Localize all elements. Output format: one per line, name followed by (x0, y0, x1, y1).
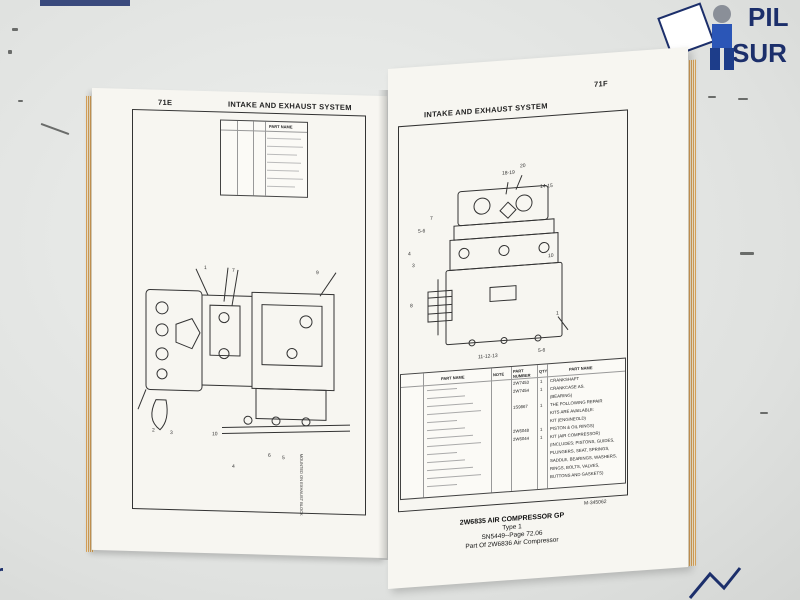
left-table-header: PART NAME (269, 123, 293, 130)
right-table-header-note: NOTE (493, 371, 505, 378)
right-callout: 10 (548, 252, 554, 260)
part-name-cell: (BEARING) (550, 392, 573, 400)
left-callout: 5 (282, 455, 285, 462)
right-parts-table: PART NAME NOTE PART NUMBER QTY PART NAME… (400, 357, 626, 501)
part-number-cell: 2W6044 (513, 435, 530, 442)
left-callout: 3 (170, 430, 173, 437)
right-callout: 1 (556, 310, 559, 317)
left-mount-label: MOUNTED ON EXHAUST BLOCK (299, 453, 304, 516)
left-column-filler (427, 483, 457, 488)
right-page-number: 71F (594, 78, 608, 89)
corner-graphic-bottom-right (688, 567, 742, 599)
left-column-filler (427, 427, 465, 432)
qty-cell: 1 (540, 386, 543, 392)
table-speck (740, 252, 754, 255)
right-table-header-qty: QTY (539, 368, 548, 374)
right-callout: 8 (410, 303, 413, 310)
left-column-filler (427, 410, 481, 416)
right-page: INTAKE AND EXHAUST SYSTEM 71F (388, 46, 688, 590)
corner-brand-text-top: PIL (748, 2, 789, 32)
right-callout: 5-6 (418, 228, 426, 235)
right-figure-caption: 2W6835 AIR COMPRESSOR GP Type 1 SN5449--… (402, 508, 622, 556)
left-callout: 1 (204, 265, 207, 272)
qty-cell: 1 (540, 434, 543, 440)
left-page: 71E INTAKE AND EXHAUST SYSTEM PART NAME (92, 87, 387, 559)
right-callout: 3 (412, 263, 415, 270)
left-parts-table: PART NAME (220, 119, 308, 198)
left-column-filler (427, 474, 481, 480)
part-number-cell: 2W7454 (513, 387, 530, 394)
table-speck (708, 96, 716, 98)
left-compressor-drawing (137, 267, 351, 435)
part-number-cell: 2W7453 (513, 379, 530, 386)
right-table-header-name-right: PART NAME (569, 364, 593, 372)
right-table-header-name-left: PART NAME (441, 374, 465, 382)
left-section-title: INTAKE AND EXHAUST SYSTEM (228, 99, 352, 113)
corner-brand-text-bottom: SUR (732, 38, 787, 68)
part-name-cell: CRANKSHAFT (550, 375, 580, 384)
left-callout: 4 (232, 463, 235, 470)
right-callout: 20 (520, 162, 526, 170)
left-callout: 2 (152, 427, 155, 434)
left-callout: 7 (232, 267, 235, 274)
qty-cell: 1 (540, 426, 543, 432)
part-number-cell: 2W6048 (513, 427, 530, 434)
mascot-logo-icon (657, 2, 734, 79)
left-column-filler (427, 459, 465, 464)
left-column-filler (427, 419, 457, 424)
left-callout: 10 (212, 431, 218, 438)
right-callout: 7 (430, 215, 433, 222)
left-callout: 9 (316, 270, 319, 277)
left-page-number: 71E (158, 97, 173, 108)
left-column-filler (427, 395, 465, 400)
table-speck (40, 122, 70, 136)
left-column-filler (427, 466, 473, 472)
right-callout: 18-19 (502, 169, 515, 177)
part-number-cell: 1S9867 (513, 403, 528, 410)
left-column-filler (427, 434, 473, 440)
part-name-cell: CRANKCASE AS. (550, 383, 585, 392)
left-callout: 6 (268, 452, 271, 459)
qty-cell: 1 (540, 378, 543, 384)
right-callout: 5-6 (538, 347, 546, 354)
right-callout: 4 (408, 251, 411, 258)
left-column-filler (427, 451, 457, 456)
table-speck (738, 98, 748, 100)
table-speck (760, 412, 768, 414)
table-speck (8, 50, 12, 54)
qty-cell: 1 (540, 402, 543, 408)
corner-fragment-top-left (40, 0, 130, 6)
corner-fragment-bottom-left: r (0, 560, 3, 588)
right-figure-id: M-345062 (584, 498, 607, 507)
right-compressor-drawing (427, 175, 569, 347)
table-speck (18, 100, 23, 102)
left-column-filler (427, 387, 457, 392)
left-column-filler (427, 442, 481, 448)
table-speck (12, 28, 18, 31)
left-column-filler (427, 402, 473, 408)
right-callout: 14-15 (540, 182, 553, 190)
